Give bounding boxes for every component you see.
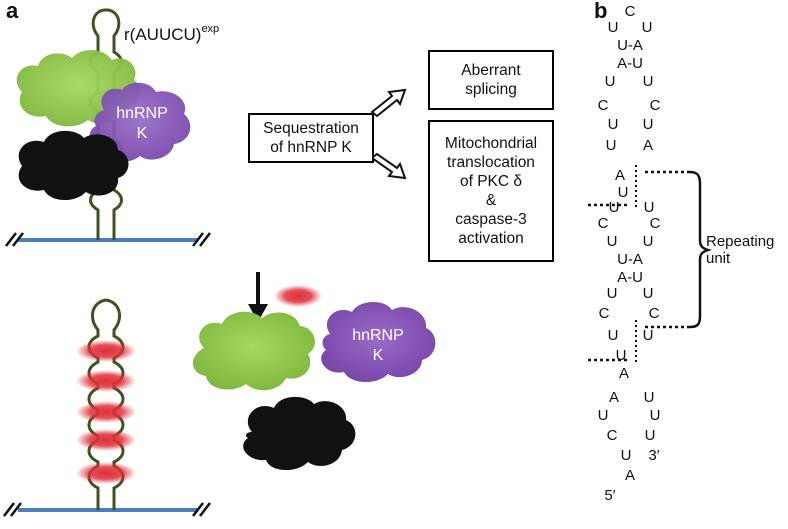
nucleotide-label: C [598, 215, 609, 232]
nucleotide-label: U [606, 137, 617, 154]
nucleotide-label: A-U [617, 55, 643, 72]
sequestration-box: Sequestration of hnRNP K [248, 113, 374, 163]
black-protein-bound [18, 130, 129, 201]
break-mark-right-bottom [192, 502, 211, 517]
nucleotide-label: U [643, 116, 654, 133]
nucleotide-label: C [650, 215, 661, 232]
rna-label: r(AUUCU)exp [124, 23, 219, 44]
nucleotide-label: U [644, 199, 655, 216]
hollow-arrow-down [370, 152, 407, 180]
black-arrow-down [248, 272, 268, 322]
nucleotide-label: U [642, 19, 653, 36]
nucleotide-label: U-A [617, 37, 643, 54]
repeating-unit-label: Repeating unit [706, 233, 775, 267]
nucleotide-label: U [608, 116, 619, 133]
nucleotide-label: U-A [617, 251, 643, 268]
nucleotide-label: A [619, 365, 629, 382]
panel-b-label: b [594, 0, 608, 23]
nucleotide-label: A-U [617, 269, 643, 286]
nucleotide-label: U [607, 233, 618, 250]
hollow-arrow-up [370, 88, 407, 118]
nucleotide-label: U [621, 447, 632, 464]
free-small-molecule [274, 285, 322, 307]
bound-small-molecule-2 [76, 370, 136, 392]
protein-label-bound: hnRNP K [116, 105, 168, 142]
repeat-bracket [689, 170, 712, 329]
nucleotide-label: U [618, 184, 629, 201]
break-mark-right-top [192, 232, 211, 247]
nucleotide-label: A [625, 467, 635, 484]
bound-small-molecule-5 [76, 462, 136, 484]
nucleotide-label: A [643, 137, 653, 154]
nucleotide-label: U [605, 73, 616, 90]
break-mark-left-top [5, 232, 24, 247]
nucleotide-label: A [609, 389, 619, 406]
nucleotide-label: U [598, 407, 609, 424]
nucleotide-label: U [608, 327, 619, 344]
nucleotide-label: U [643, 73, 654, 90]
stem-strand-left-bottom [87, 298, 107, 510]
bound-small-molecule-4 [76, 429, 136, 451]
nucleotide-label: C [607, 427, 618, 444]
nucleotide-label: U [643, 327, 654, 344]
outcome-box-apoptosis: Mitochondrial translocation of PKC δ & c… [428, 120, 554, 262]
nucleotide-label: U [608, 19, 619, 36]
nucleotide-label: U [616, 347, 627, 364]
nucleotide-label: 3′ [648, 447, 659, 464]
nucleotide-label: C [625, 3, 636, 20]
nucleotide-label: A [615, 167, 625, 184]
nucleotide-label: U [609, 199, 620, 216]
nucleotide-label: U [644, 389, 655, 406]
nucleotide-label: C [649, 305, 660, 322]
break-mark-left-bottom [3, 502, 22, 517]
bottom-hairpin [3, 298, 211, 517]
protein-label-free: hnRNP K [352, 327, 404, 364]
stem-strand-right-bottom [105, 298, 125, 510]
nucleotide-label: C [598, 97, 609, 114]
nucleotide-label: U [650, 407, 661, 424]
black-protein-free [243, 396, 356, 471]
bound-small-molecule-3 [76, 401, 136, 423]
top-hairpin [5, 8, 211, 247]
nucleotide-label: C [599, 305, 610, 322]
outcome-box-splicing: Aberrant splicing [428, 50, 554, 110]
panel-a-label: a [6, 0, 19, 23]
nucleotide-label: 5′ [604, 487, 615, 504]
nucleotide-label: C [650, 97, 661, 114]
green-protein-free [192, 311, 315, 391]
nucleotide-label: U [643, 233, 654, 250]
nucleotide-label: U [643, 285, 654, 302]
purple-protein-free [321, 301, 436, 383]
nucleotide-label: U [645, 427, 656, 444]
bound-small-molecule-1 [76, 340, 136, 362]
nucleotide-label: U [607, 285, 618, 302]
